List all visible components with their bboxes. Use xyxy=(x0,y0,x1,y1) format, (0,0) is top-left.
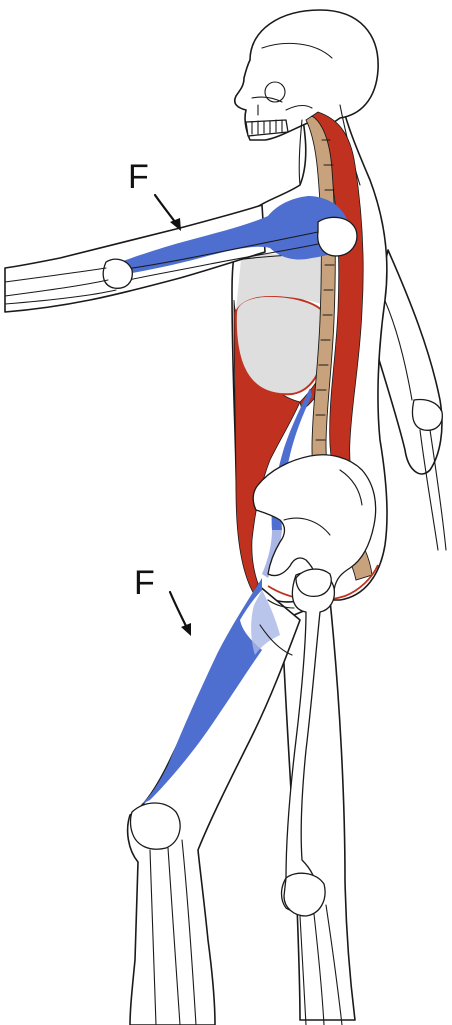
leg-force-label: F xyxy=(134,564,155,602)
rib-cage xyxy=(236,250,326,394)
arm-force-indicator: F xyxy=(128,158,181,231)
leg-force-indicator: F xyxy=(134,564,191,636)
arm-force-label: F xyxy=(128,158,149,196)
leg-force-arrow xyxy=(170,592,188,630)
